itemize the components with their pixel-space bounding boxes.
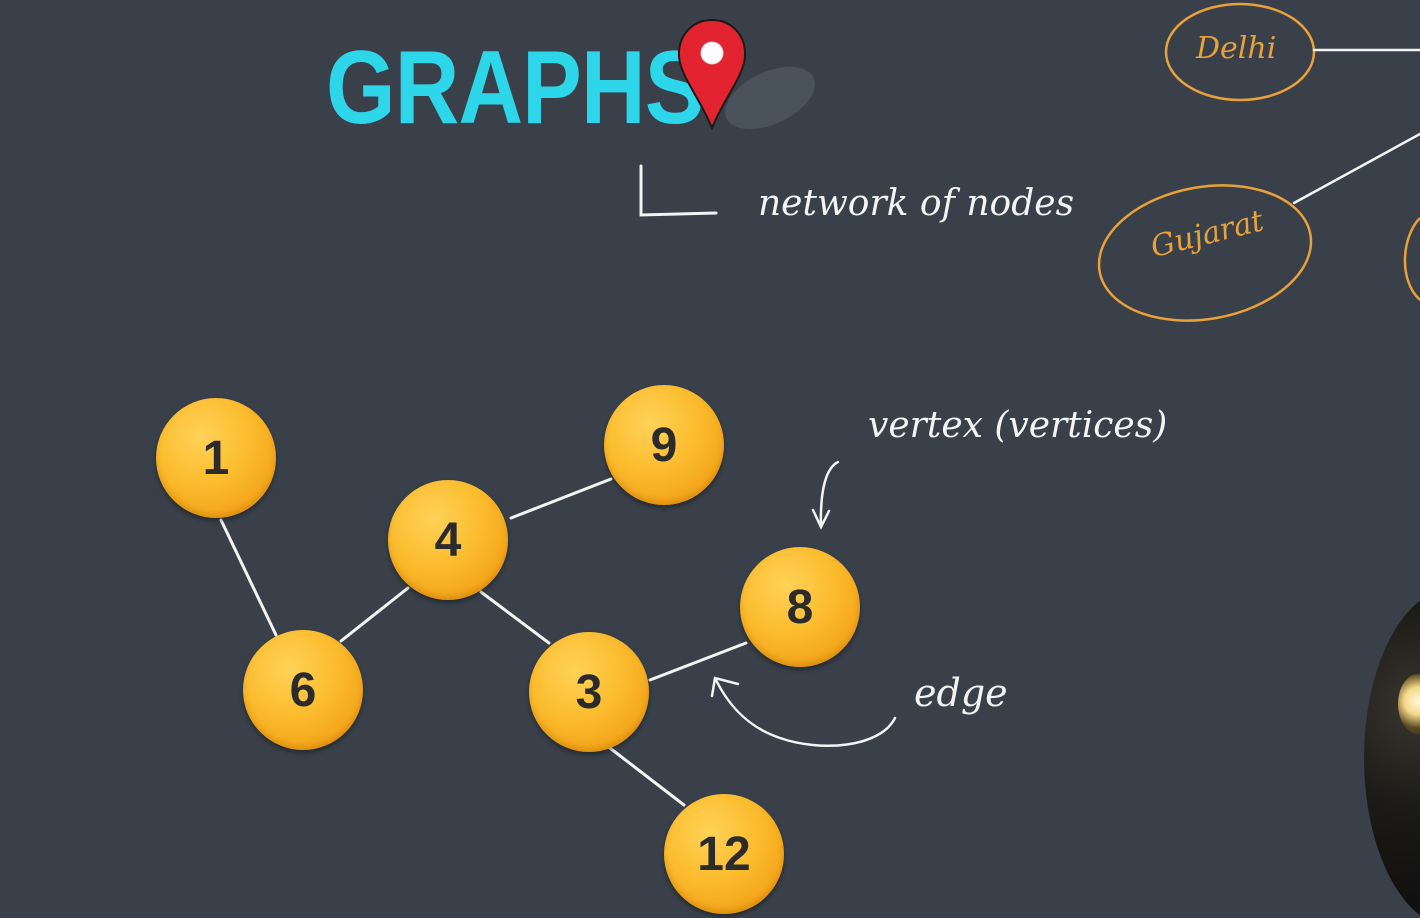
vertex-arrow	[811, 460, 840, 530]
graph-node-12: 12	[664, 794, 784, 914]
bracket-mark	[639, 164, 718, 217]
place-label-delhi: Delhi	[1196, 31, 1277, 66]
map-pin-icon	[677, 18, 815, 131]
note-network-of-nodes: network of nodes	[758, 183, 1075, 224]
edge-4-3	[479, 590, 551, 645]
edge-6-4	[339, 586, 410, 643]
place-ellipse-gujarat	[1097, 184, 1313, 322]
page-title: GRAPHS	[326, 30, 704, 146]
graph-node-4: 4	[388, 480, 508, 600]
graph-node-3: 3	[529, 632, 649, 752]
place-ellipse-partial	[1403, 217, 1420, 301]
graph-node-8: 8	[740, 547, 860, 667]
edge-3-12	[604, 743, 686, 807]
place-ellipse-delhi	[1164, 2, 1316, 102]
graph-node-9: 9	[604, 385, 724, 505]
connector-gujarat	[1292, 132, 1420, 205]
edge-3-8	[648, 641, 748, 682]
edge-1-6	[219, 518, 278, 637]
note-vertex: vertex (vertices)	[868, 405, 1168, 446]
edge-4-9	[509, 477, 613, 520]
lamp-glow	[1398, 674, 1420, 734]
note-edge: edge	[914, 671, 1008, 715]
graph-node-6: 6	[243, 630, 363, 750]
edge-arrow	[710, 676, 897, 747]
graph-node-1: 1	[156, 398, 276, 518]
